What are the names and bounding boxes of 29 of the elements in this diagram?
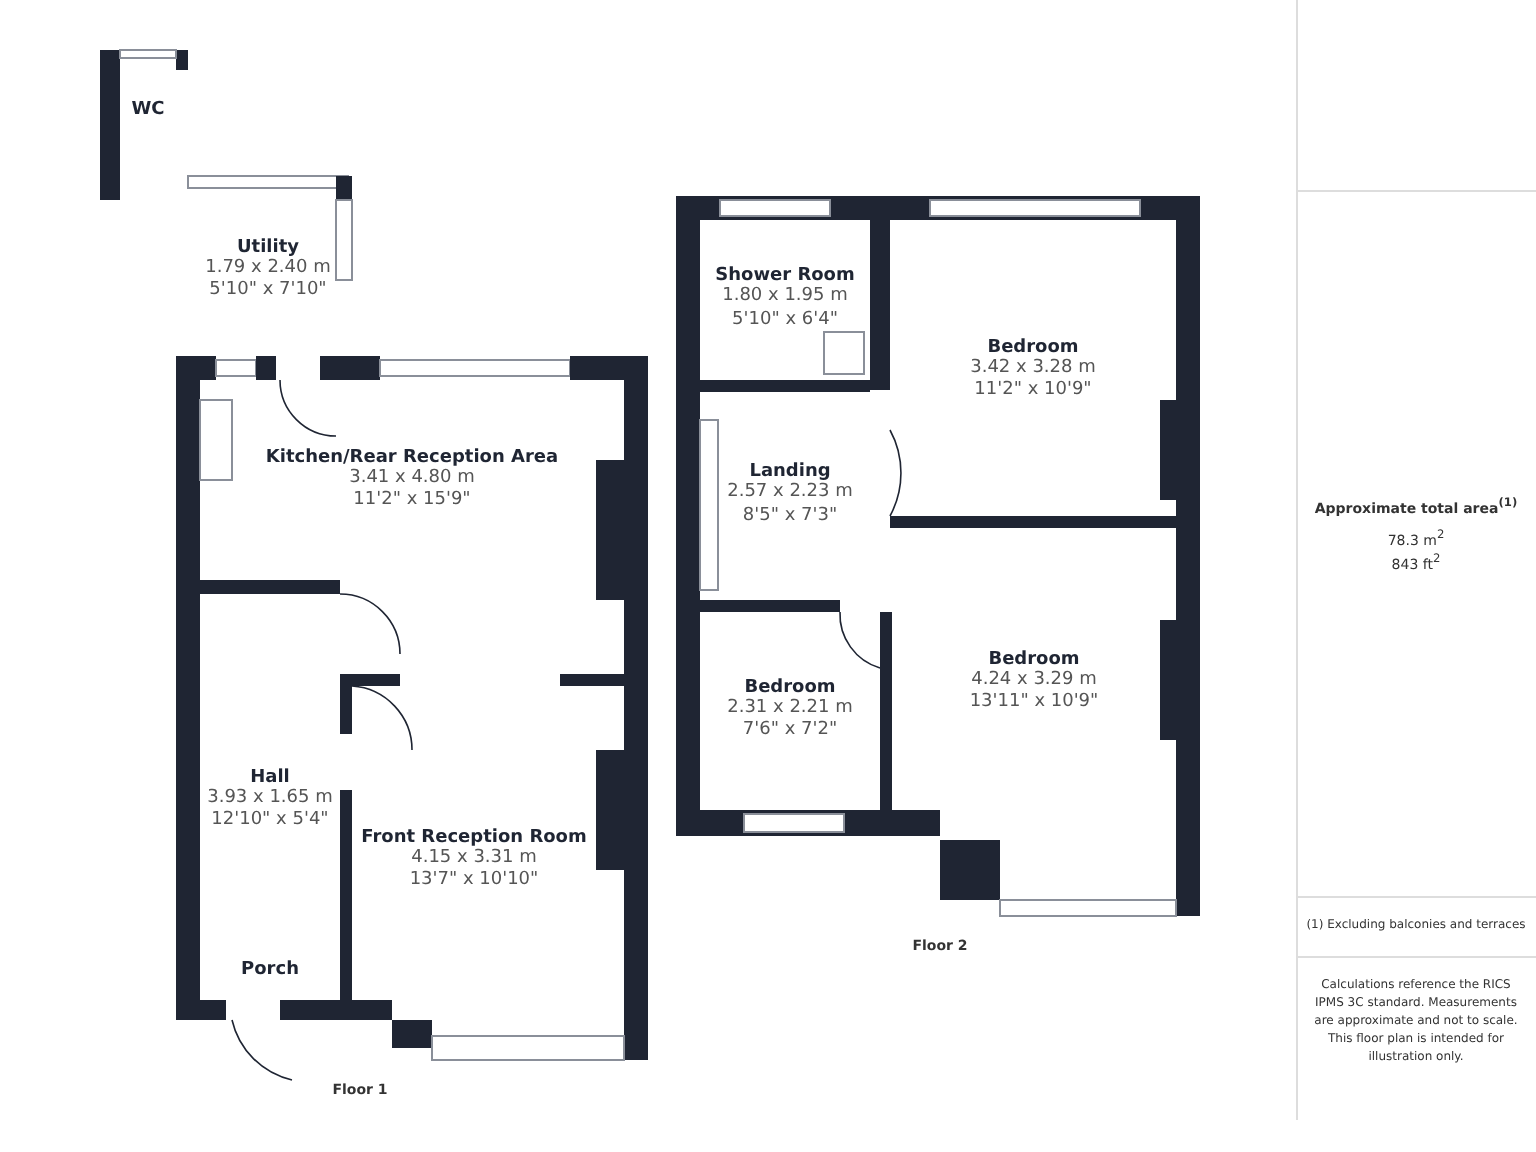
room-dimensions: 3.42 x 3.28 m: [970, 357, 1096, 380]
room-name: Shower Room: [715, 266, 855, 287]
room-dimensions: 11'2" x 15'9": [353, 490, 471, 513]
room-dimensions: 12'10" x 5'4": [211, 810, 329, 833]
room-dimensions: 1.80 x 1.95 m: [722, 286, 848, 309]
room-dimensions: 11'2" x 10'9": [974, 380, 1092, 403]
room-name: Bedroom: [988, 649, 1080, 670]
room-dimensions: 3.93 x 1.65 m: [207, 787, 333, 810]
room-name: Hall: [250, 767, 290, 788]
room-dimensions: 13'7" x 10'10": [409, 870, 539, 893]
room-name: Kitchen/Rear Reception Area: [265, 447, 559, 468]
room-name: Utility: [236, 237, 300, 258]
room-dimensions: 4.15 x 3.31 m: [411, 847, 537, 870]
room-name: Front Reception Room: [361, 827, 587, 848]
room-name: Landing: [749, 462, 831, 483]
room-dimensions: 4.24 x 3.29 m: [971, 669, 1097, 692]
room-dimensions: 7'6" x 7'2": [742, 720, 838, 743]
room-dimensions: 1.79 x 2.40 m: [205, 257, 331, 280]
room-dimensions: 2.31 x 2.21 m: [727, 697, 853, 720]
room-dimensions: 5'10" x 6'4": [732, 309, 838, 332]
room-dimensions: 5'10" x 7'10": [209, 280, 327, 303]
room-name: Bedroom: [744, 677, 836, 698]
room-name: Porch: [241, 960, 299, 980]
room-name: Bedroom: [987, 337, 1079, 358]
room-dimensions: 3.41 x 4.80 m: [349, 467, 475, 490]
room-dimensions: 2.57 x 2.23 m: [727, 482, 853, 505]
room-dimensions: 8'5" x 7'3": [742, 505, 838, 528]
room-name: WC: [131, 100, 165, 120]
room-dimensions: 13'11" x 10'9": [969, 692, 1099, 715]
